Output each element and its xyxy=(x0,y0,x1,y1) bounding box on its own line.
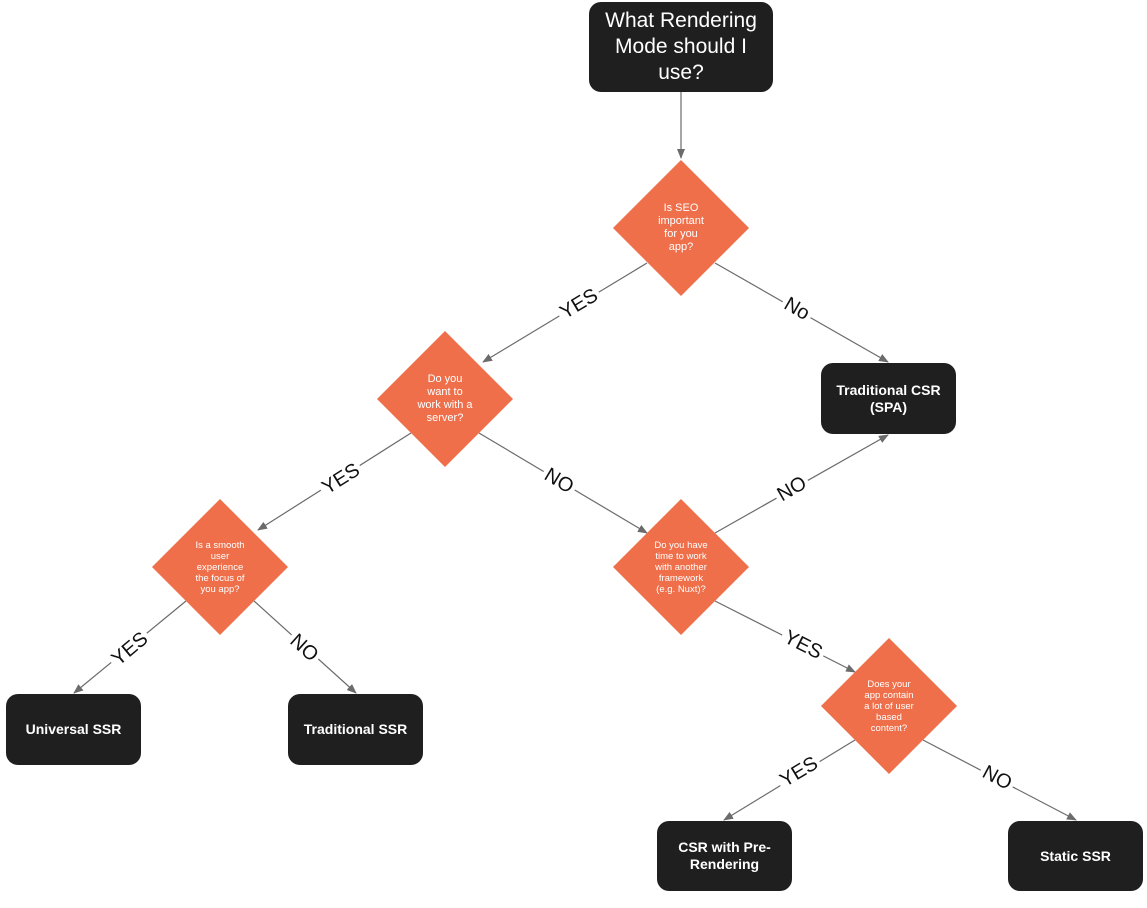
decision-server-shape xyxy=(377,331,513,467)
result-traditional-csr-spa: Traditional CSR (SPA) xyxy=(821,363,956,434)
decision-seo: Is SEO important for you app? xyxy=(658,202,704,253)
result-universal-ssr: Universal SSR xyxy=(6,694,141,765)
decision-seo-shape xyxy=(613,160,749,296)
decision-framework: Do you have time to work with another fr… xyxy=(654,539,708,595)
result-csr-with-prerendering: CSR with Pre- Rendering xyxy=(657,821,792,891)
decision-framework-shape xyxy=(613,499,749,635)
result-traditional-ssr: Traditional SSR xyxy=(288,694,423,765)
decision-user-content-shape xyxy=(821,638,957,774)
decision-server: Do you want to work with a server? xyxy=(417,373,473,424)
decision-smooth-shape xyxy=(152,499,288,635)
result-static-ssr: Static SSR xyxy=(1008,821,1143,891)
decision-smooth-ux: Is a smooth user experience the focus of… xyxy=(195,539,245,595)
start-node: What Rendering Mode should I use? xyxy=(589,2,773,92)
decision-user-content: Does your app contain a lot of user base… xyxy=(864,678,914,734)
